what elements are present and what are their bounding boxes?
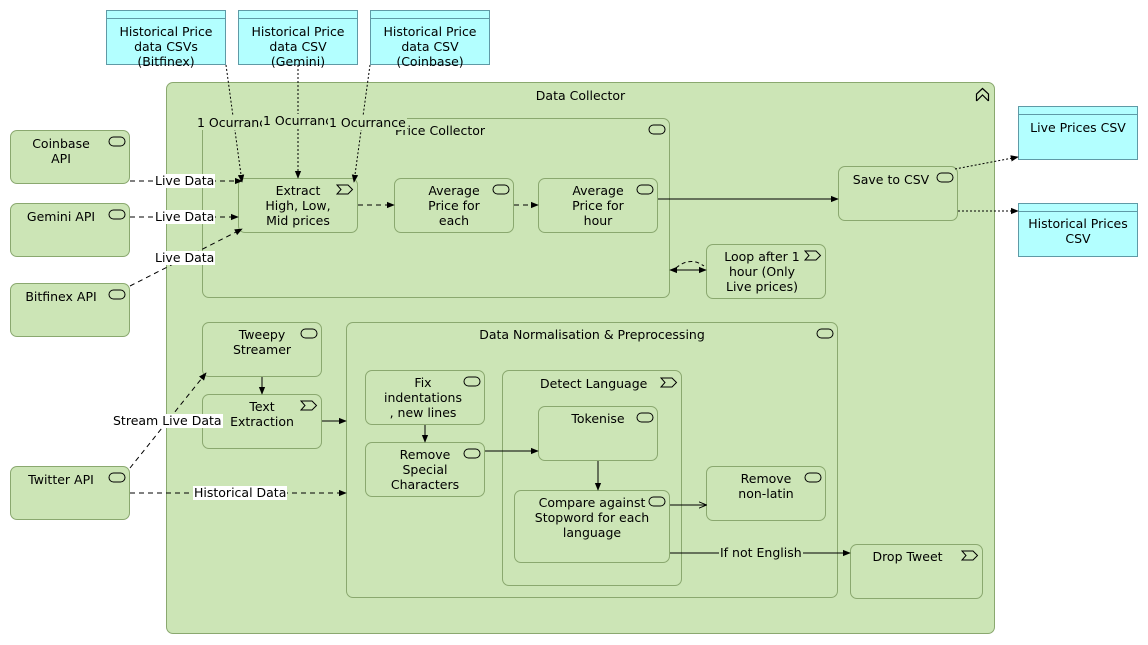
service-icon [108, 289, 126, 300]
api-coinbase[interactable]: Coinbase API [10, 130, 130, 184]
edge-label-occurrence: 1 Ocurrance [196, 115, 275, 130]
edge-label-stream-live: Stream Live Data [112, 413, 223, 428]
process-arrow-icon [961, 550, 979, 561]
process-remove-nonlatin[interactable]: Remove non-latin [706, 466, 826, 521]
process-label: Drop Tweet [872, 549, 943, 564]
service-icon [492, 184, 510, 195]
edge-label-occurrence: 1 Ocurrance [262, 113, 341, 128]
api-gemini[interactable]: Gemini API [10, 203, 130, 257]
group-title: Data Normalisation & Preprocessing [479, 327, 705, 342]
edge-label-live-data: Live Data [154, 173, 216, 188]
artifact-label: Historical Price data CSV (Coinbase) [383, 24, 477, 69]
artifact-fold [1019, 107, 1137, 115]
service-icon [804, 472, 822, 483]
process-average-hour[interactable]: Average Price for hour [538, 178, 658, 233]
service-icon [648, 496, 666, 507]
process-label: Average Price for hour [572, 183, 624, 228]
service-icon [300, 328, 318, 339]
process-label: Text Extraction [230, 399, 294, 429]
service-icon [463, 376, 481, 387]
process-drop-tweet[interactable]: Drop Tweet [850, 544, 983, 599]
group-title: Detect Language [540, 376, 648, 391]
process-compare-stopword[interactable]: Compare against Stopword for each langua… [514, 490, 670, 563]
service-icon [936, 172, 954, 183]
process-label: Remove non-latin [738, 471, 794, 501]
service-icon [463, 448, 481, 459]
service-icon [636, 412, 654, 423]
artifact-fold [1019, 204, 1137, 212]
api-label: Gemini API [26, 209, 96, 224]
artifact-label: Live Prices CSV [1030, 120, 1126, 135]
service-icon [108, 136, 126, 147]
api-label: Coinbase API [32, 136, 90, 166]
artifact-label: Historical Price data CSVs (Bitfinex) [119, 24, 213, 69]
process-arrow-icon [336, 184, 354, 195]
edge-label-occurrence: 1 Ocurrance [328, 115, 407, 130]
process-average-each[interactable]: Average Price for each [394, 178, 514, 233]
api-bitfinex[interactable]: Bitfinex API [10, 283, 130, 337]
edge-label-if-not-english: If not English [719, 545, 803, 560]
edge-twitter-to-tweepy [129, 372, 207, 469]
service-icon [648, 124, 666, 135]
group-title: Price Collector [395, 123, 486, 138]
chevron-up-icon [975, 87, 990, 102]
api-label: Twitter API [28, 472, 94, 487]
artifact-live-prices-csv[interactable]: Live Prices CSV [1018, 106, 1138, 160]
artifact-label: Historical Prices CSV [1028, 216, 1128, 246]
process-arrow-icon [804, 250, 822, 261]
edge-loop-curve [675, 261, 705, 269]
process-label: Average Price for each [428, 183, 480, 228]
process-label: Tokenise [571, 411, 625, 426]
artifact-historical-prices-csv[interactable]: Historical Prices CSV [1018, 203, 1138, 257]
process-label: Fix indentations , new lines [384, 375, 462, 420]
process-tweepy-streamer[interactable]: Tweepy Streamer [202, 322, 322, 377]
process-label: Save to CSV [852, 172, 930, 187]
process-label: Tweepy Streamer [232, 327, 292, 357]
process-tokenise[interactable]: Tokenise [538, 406, 658, 461]
artifact-fold [107, 11, 225, 19]
service-icon [108, 472, 126, 483]
artifact-fold [371, 11, 489, 19]
artifact-label: Historical Price data CSV (Gemini) [251, 24, 345, 69]
artifact-coinbase-csv[interactable]: Historical Price data CSV (Coinbase) [370, 10, 490, 69]
process-remove-special[interactable]: Remove Special Characters [365, 442, 485, 497]
process-loop[interactable]: Loop after 1 hour (Only Live prices) [706, 244, 826, 299]
api-twitter[interactable]: Twitter API [10, 466, 130, 520]
edge-bitfinex-live [129, 228, 243, 287]
artifact-bitfinex-csvs[interactable]: Historical Price data CSVs (Bitfinex) [106, 10, 226, 69]
service-icon [816, 328, 834, 339]
process-fix-indentations[interactable]: Fix indentations , new lines [365, 370, 485, 425]
api-label: Bitfinex API [25, 289, 97, 304]
artifact-fold [239, 11, 357, 19]
process-label: Compare against Stopword for each langua… [534, 495, 650, 540]
process-label: Remove Special Characters [390, 447, 460, 492]
artifact-gemini-csv[interactable]: Historical Price data CSV (Gemini) [238, 10, 358, 69]
edge-label-historical: Historical Data [193, 485, 288, 500]
edge-label-live-data: Live Data [154, 250, 216, 265]
service-icon [636, 184, 654, 195]
group-title: Data Collector [535, 88, 626, 103]
edge-label-live-data: Live Data [154, 209, 216, 224]
process-save-csv[interactable]: Save to CSV [838, 166, 958, 221]
edge-save-to-live-csv [954, 155, 1019, 170]
process-arrow-icon [660, 377, 678, 388]
process-label: Loop after 1 hour (Only Live prices) [724, 249, 800, 294]
process-label: Extract High, Low, Mid prices [265, 183, 331, 228]
process-arrow-icon [300, 400, 318, 411]
service-icon [108, 209, 126, 220]
